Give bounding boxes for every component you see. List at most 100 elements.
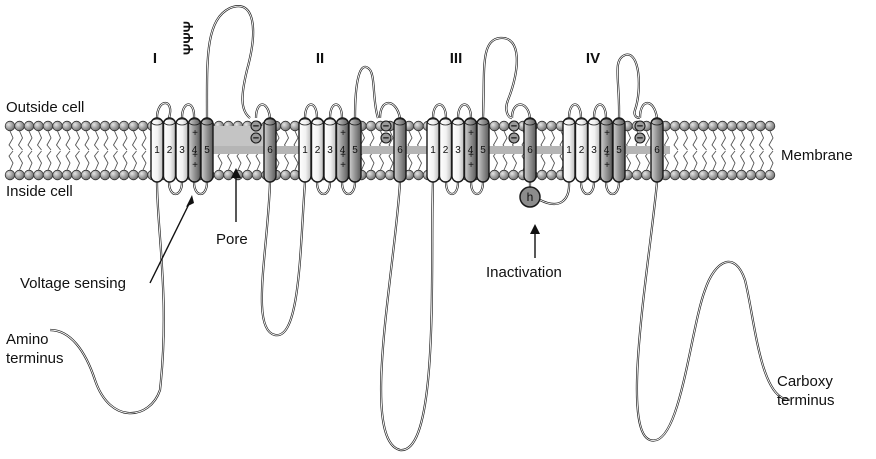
helix-number: 3 [455,145,461,156]
helix-number: 6 [654,145,660,156]
lipid-head [737,121,747,131]
lipid-head [376,170,386,180]
loop-iv-s2s3 [581,182,594,194]
lipid-head [756,170,766,180]
carboxy-terminus-label-line1: Carboxy [777,373,833,390]
loop-ii-to-s6 [380,103,400,118]
lipid-head [765,121,775,131]
lipid-head [15,121,25,131]
loop-highlight [381,182,433,450]
lipid-head [708,121,718,131]
loop-ii-s1s2 [305,105,317,119]
loop-i-s1s2 [157,103,170,118]
lipid-head [699,170,709,180]
lipid-head [680,170,690,180]
loop-iv-to-s6 [640,103,657,118]
lipid-head [718,170,728,180]
lipid-head [414,121,424,131]
domain-label-iii: III [450,50,463,67]
helix-number: 5 [204,145,210,156]
lipid-head [756,121,766,131]
amino-terminus-label-line1: Amino [6,331,49,348]
lipid-head [100,121,110,131]
loop-highlight [207,6,253,118]
lipid-head [91,121,101,131]
helix-number: 6 [267,145,273,156]
domain-1-segment-6: 6 [264,118,276,182]
loop-ii-s3s4 [330,105,342,119]
domain-4-segment-4: 4+++ [601,118,613,182]
helix-number: 1 [154,145,160,156]
lipid-head [72,121,82,131]
lipid-head [708,170,718,180]
lipid-head [252,170,262,180]
lipid-head [129,121,139,131]
helix-number: 5 [616,145,622,156]
lipid-head [91,170,101,180]
loop-highlight [262,182,305,335]
pore-charge-sign: − [637,133,643,145]
outside-cell-label: Outside cell [6,99,84,116]
lipid-head [110,170,120,180]
lipid-head [243,170,253,180]
domain-1-segment-2: 2 [164,118,176,182]
domain-3-segment-4: 4+++ [465,118,477,182]
domain-2-segment-5: 5 [349,118,361,182]
lipid-head [765,170,775,180]
glycosylation-symbol: ΨΨΨ [180,21,196,55]
pore-arrow [231,168,241,222]
lipid-head [15,170,25,180]
lipid-head [5,121,15,131]
inside-cell-label: Inside cell [6,183,73,200]
lipid-head [138,170,148,180]
domain-4-segment-6: 6 [651,118,663,182]
carboxy-terminus-label-line2: terminus [777,392,835,409]
domain-4-segment-1: 1 [563,118,575,182]
lipid-head [670,170,680,180]
lipid-head [699,121,709,131]
domain-3-segment-1: 1 [427,118,439,182]
domain-2-segment-4: 4+++ [337,118,349,182]
lipid-head [509,170,519,180]
loop-highlight [637,182,790,441]
positive-charge: + [340,160,346,171]
amino-terminus-label-line2: terminus [6,350,64,367]
positive-charge: + [468,160,474,171]
lipid-head [689,170,699,180]
inactivation-label: Inactivation [486,264,562,281]
loop-highlight [483,38,517,118]
lipid-head [727,170,737,180]
domain-label-iv: IV [586,50,600,67]
lipid-head [737,170,747,180]
lipid-head [53,170,63,180]
pore-charge-sign: − [511,121,517,133]
helix-number: 6 [397,145,403,156]
helix-number: 2 [167,145,173,156]
domain-2-segment-6: 6 [394,118,406,182]
loop-ii-iii-linker [381,182,433,450]
membrane-label: Membrane [781,147,853,164]
helix-number: 3 [179,145,185,156]
loop-iii-s4s5 [471,182,483,194]
lipid-head [110,121,120,131]
pore-charge-sign: − [383,133,389,145]
lipid-head [718,121,728,131]
lipid-head [537,121,547,131]
loop-iii-s5s6-pore [483,38,517,118]
carboxy-terminus-chain [637,182,790,441]
domain-2-segment-1: 1 [299,118,311,182]
helix-number: 1 [302,145,308,156]
helix-number: 2 [579,145,585,156]
helix-number: 5 [480,145,486,156]
domain-3-segment-5: 5 [477,118,489,182]
domain-2-segment-2: 2 [312,118,324,182]
positive-charge: + [340,128,346,139]
loop-i-s2s3 [169,182,182,194]
lipid-head [81,170,91,180]
loop-iii-s2s3 [446,182,458,194]
lipid-head [547,121,557,131]
domain-label-ii: II [316,50,324,67]
helix-number: 3 [327,145,333,156]
domain-4-segment-2: 2 [576,118,588,182]
lipid-head [72,170,82,180]
